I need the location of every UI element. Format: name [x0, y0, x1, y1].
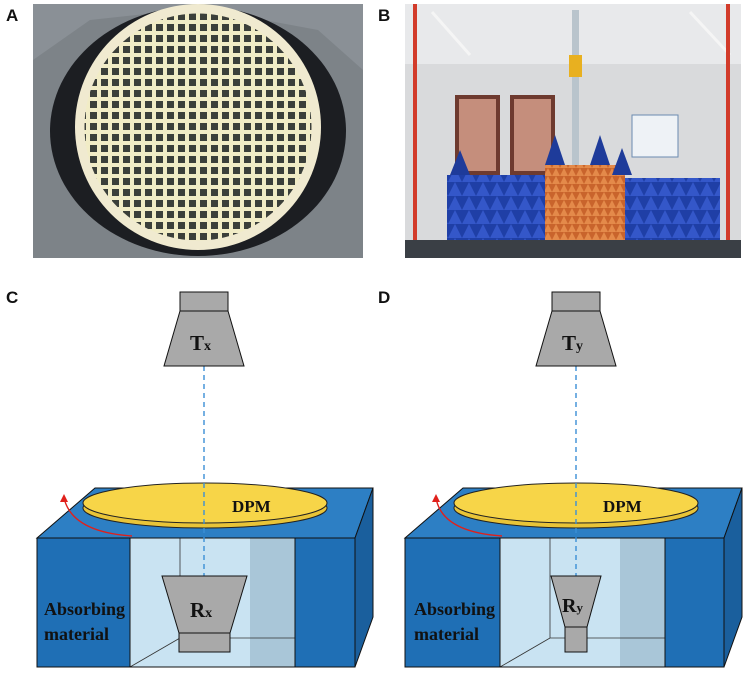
- hanging-rod: [572, 10, 579, 170]
- rx-waveguide: [178, 632, 231, 653]
- rotation-arrow: [63, 497, 133, 537]
- absorber-label-line2: material: [414, 624, 479, 644]
- rx-label-main: R: [190, 598, 206, 622]
- rx-label: Rx: [190, 598, 212, 622]
- ry-waveguide: [564, 626, 588, 653]
- panel-label-b: B: [378, 6, 391, 25]
- tx-label-main: T: [190, 331, 204, 355]
- ty-horn: [535, 310, 617, 367]
- rotation-arrow: [435, 497, 503, 537]
- panel-label-c: C: [6, 288, 19, 307]
- panel-b-photo: [405, 4, 741, 258]
- ty-label: Ty: [562, 331, 583, 355]
- ry-label-sub: y: [576, 600, 583, 615]
- panel-d-diagram: DPM Ty Ry Absorbing material: [403, 291, 743, 668]
- rx-label-sub: x: [205, 606, 212, 621]
- wall-poster: [631, 114, 679, 158]
- dpm-disk: [82, 482, 328, 524]
- ty-waveguide: [551, 291, 601, 312]
- lattice-pattern: [83, 12, 313, 242]
- tx-label: Tx: [190, 331, 211, 355]
- ceiling-light: [430, 11, 472, 56]
- absorber-label-line2: material: [44, 624, 109, 644]
- mount: [569, 55, 582, 77]
- ty-label-main: T: [562, 331, 576, 355]
- box-side: [354, 487, 374, 668]
- ty-label-sub: y: [576, 339, 583, 354]
- tx-horn: [163, 310, 245, 367]
- panel-a-photo: [33, 4, 363, 258]
- ceiling-light: [688, 10, 732, 57]
- dpm-label: DPM: [232, 497, 271, 516]
- tx-waveguide: [179, 291, 229, 312]
- panel-label-d: D: [378, 288, 391, 307]
- ry-label: Ry: [562, 595, 583, 617]
- ry-label-main: R: [562, 595, 577, 617]
- absorber-label-line1: Absorbing: [414, 599, 495, 619]
- absorber-label-line1: Absorbing: [44, 599, 125, 619]
- box-side: [723, 487, 743, 668]
- panel-c-diagram: DPM Tx Rx Absorbing material: [35, 291, 374, 668]
- panel-label-a: A: [6, 6, 19, 25]
- tx-label-sub: x: [204, 339, 211, 354]
- dpm-label: DPM: [603, 497, 642, 516]
